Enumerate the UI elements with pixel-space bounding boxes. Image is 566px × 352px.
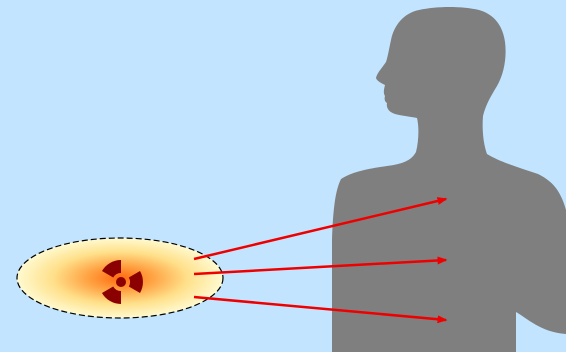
radiation-source (17, 238, 223, 318)
